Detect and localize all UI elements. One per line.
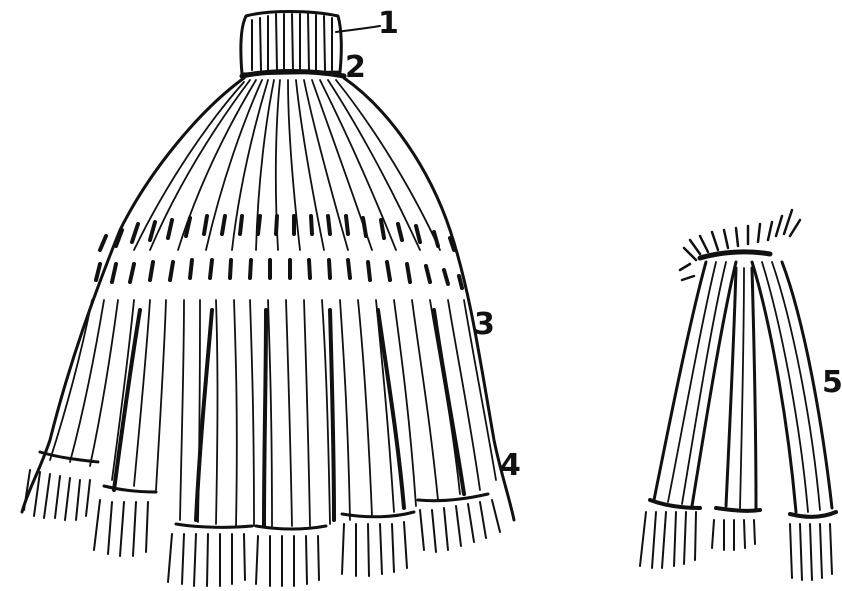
- small-sheaf-legs: [654, 262, 832, 512]
- small-sheaf: [640, 210, 836, 580]
- small-sheaf-cut-tips: [640, 500, 836, 580]
- small-sheaf-tuft: [680, 210, 800, 280]
- sheaf-upper-straws: [134, 80, 440, 250]
- label-4: 4: [500, 448, 521, 483]
- sheaf-top-knot: [241, 12, 342, 75]
- label-1: 1: [378, 6, 399, 41]
- label-3: 3: [474, 307, 495, 342]
- sheaf-middle-tie: [96, 216, 462, 288]
- label-5: 5: [822, 365, 842, 400]
- sheaf-outline: [22, 78, 514, 520]
- sheaf-binding-band: [242, 72, 344, 77]
- sheaf-cut-tips: [24, 452, 500, 586]
- sheaf-lower-bundles: [50, 300, 496, 526]
- label-1-group: 1: [336, 6, 399, 41]
- large-sheaf: [22, 12, 514, 587]
- label-2: 2: [345, 50, 366, 85]
- label-1-leader: [336, 26, 380, 32]
